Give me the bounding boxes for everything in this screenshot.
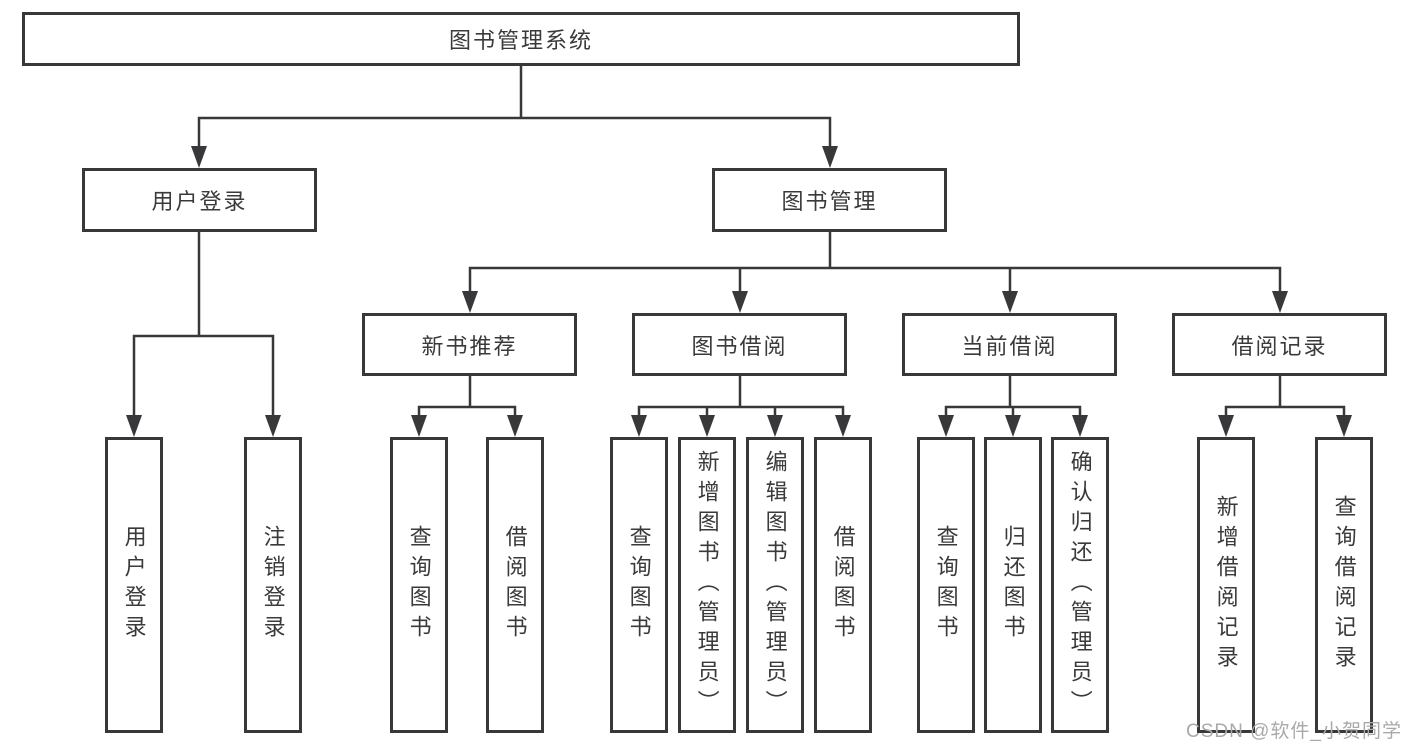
node-user-login: 用户登录 [82, 168, 317, 232]
node-current-borrowing: 当前借阅 [902, 313, 1117, 376]
leaf-add-books-admin: 新增图书（管理员） [678, 437, 736, 733]
leaf-edit-books-admin: 编辑图书（管理员） [746, 437, 804, 733]
leaf-logout: 注销登录 [244, 437, 302, 733]
node-book-borrowing: 图书借阅 [632, 313, 847, 376]
leaf-query-books-current: 查询图书 [917, 437, 975, 733]
leaf-borrow-books: 借阅图书 [814, 437, 872, 733]
leaf-add-borrow-record: 新增借阅记录 [1197, 437, 1255, 733]
leaf-query-books-recommend: 查询图书 [390, 437, 448, 733]
leaf-user-login: 用户登录 [105, 437, 163, 733]
node-root-library-system: 图书管理系统 [22, 12, 1020, 66]
leaf-query-books-borrow: 查询图书 [610, 437, 668, 733]
node-new-book-recommendation: 新书推荐 [362, 313, 577, 376]
leaf-confirm-return-admin: 确认归还（管理员） [1051, 437, 1109, 733]
csdn-watermark: CSDN @软件_小贺同学 [1186, 721, 1402, 742]
leaf-borrow-books-recommend: 借阅图书 [486, 437, 544, 733]
node-borrowing-records: 借阅记录 [1172, 313, 1387, 376]
arrowheads [126, 146, 1352, 437]
node-book-management: 图书管理 [712, 168, 947, 232]
leaf-query-borrow-record: 查询借阅记录 [1315, 437, 1373, 733]
leaf-return-books: 归还图书 [984, 437, 1042, 733]
